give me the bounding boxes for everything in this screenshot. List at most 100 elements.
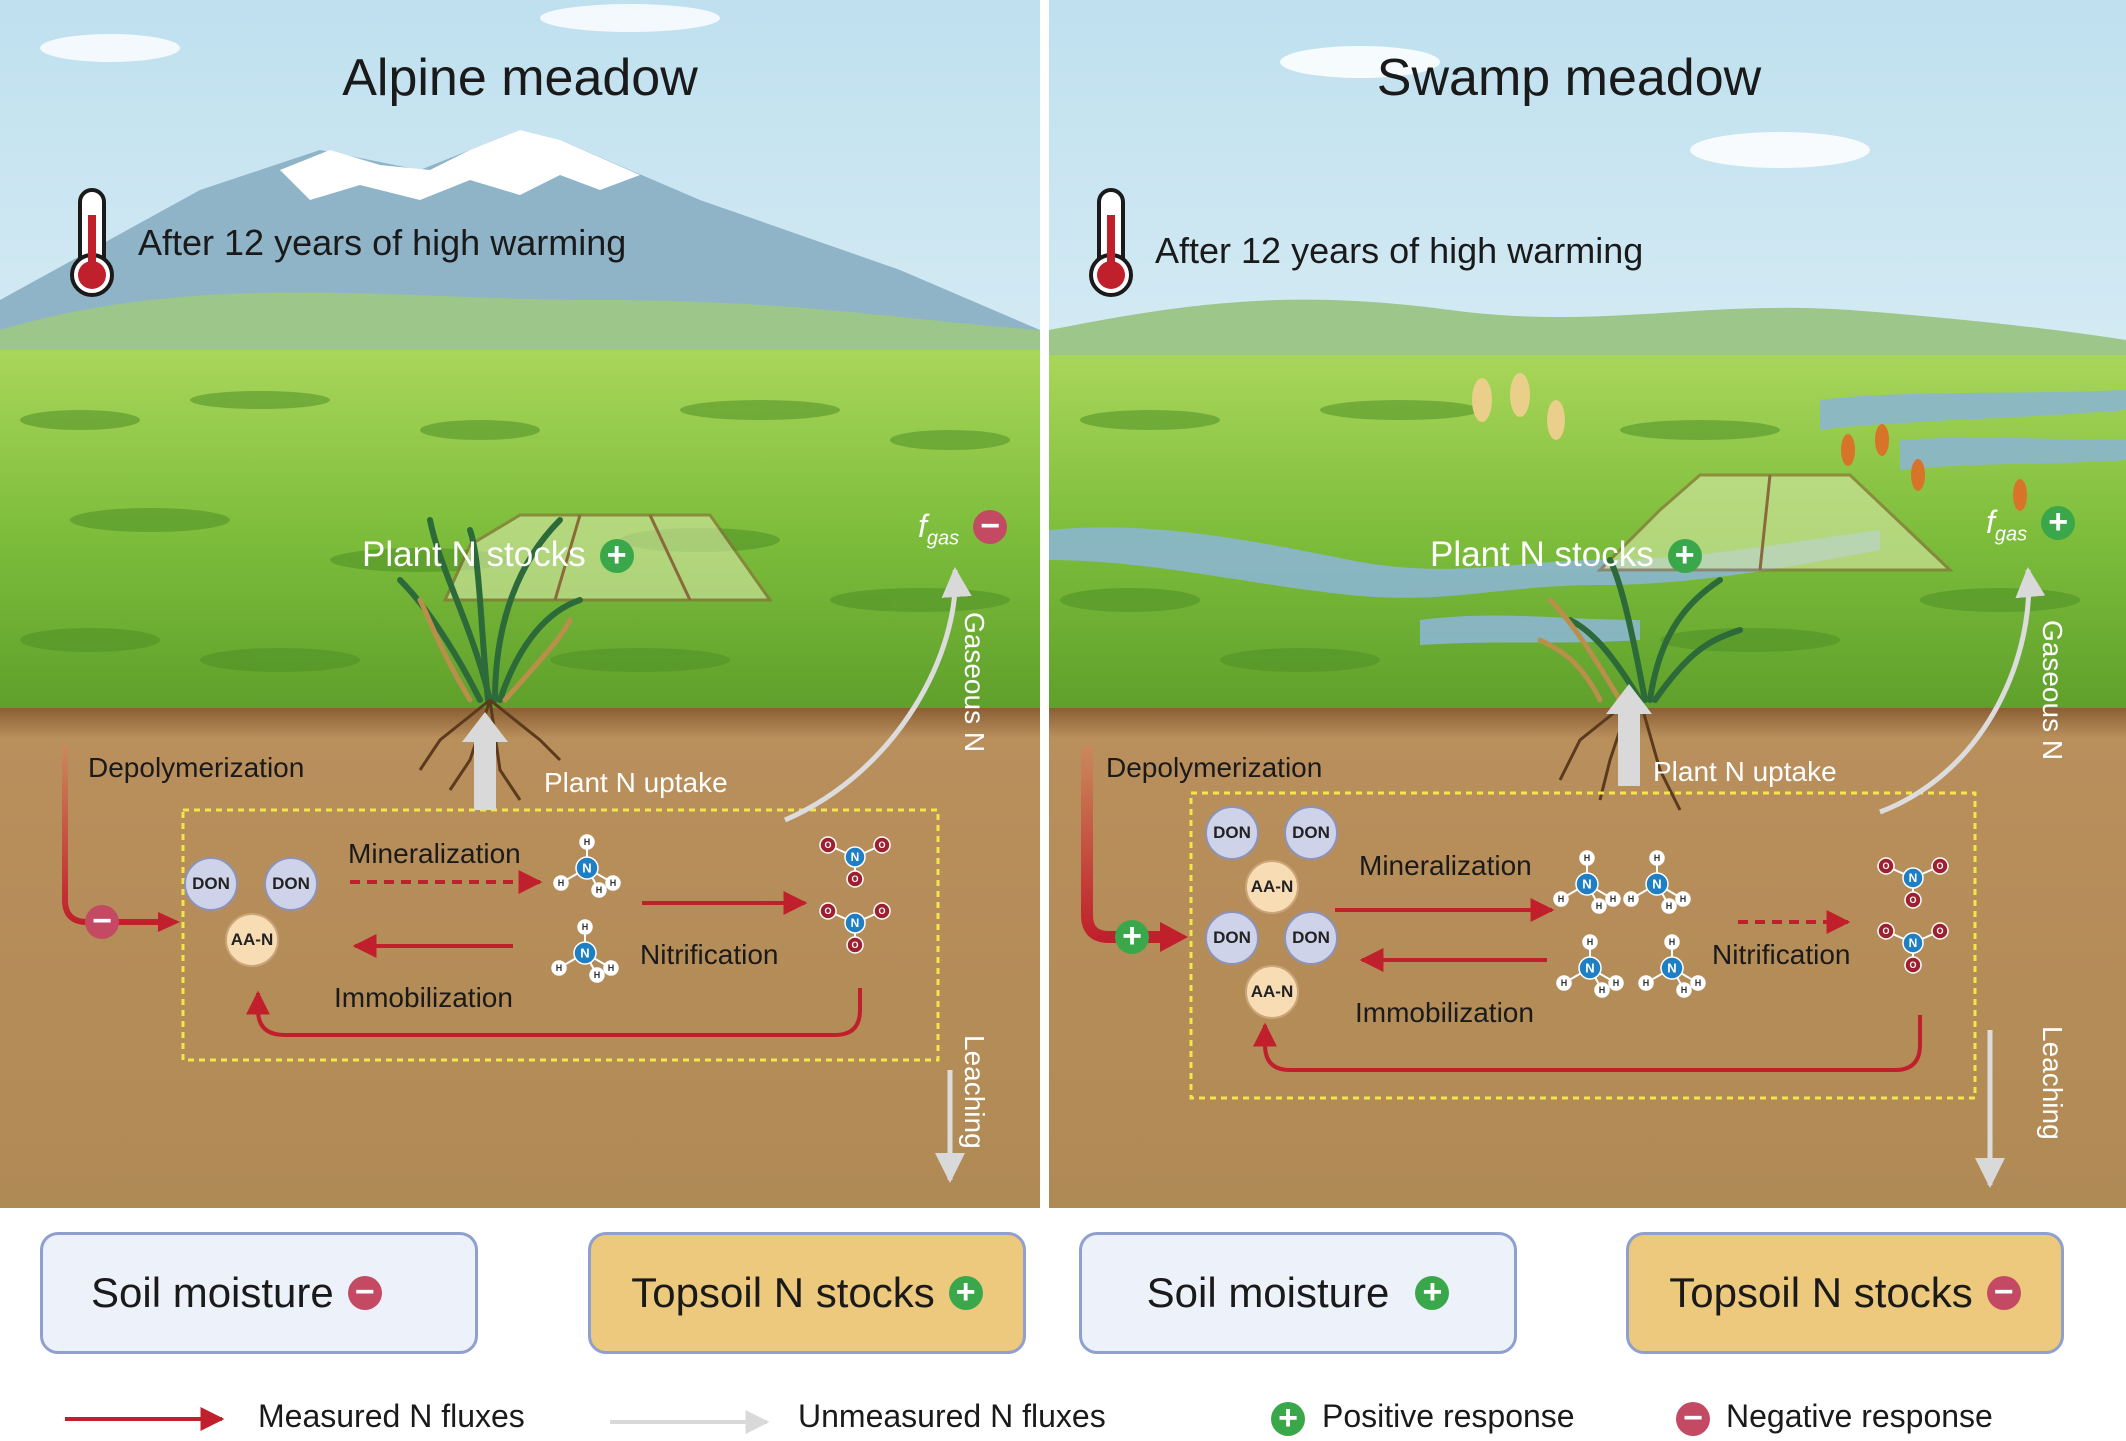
immobilization-label: Immobilization	[334, 982, 513, 1013]
positive-sign-icon: +	[2041, 505, 2076, 540]
fgas-label: fgas+	[1986, 504, 2076, 546]
mineralization-label: Mineralization	[1359, 850, 1532, 881]
hydrogen-atom-label: H	[1628, 894, 1635, 904]
hydrogen-atom	[1623, 891, 1639, 907]
aan-chip: AA-N	[225, 913, 279, 967]
hydrogen-atom	[1676, 982, 1692, 998]
oxygen-atom	[819, 902, 837, 920]
hydrogen-atom	[551, 960, 567, 976]
oxygen-atom	[1877, 922, 1895, 940]
hydrogen-atom-label: H	[610, 878, 617, 888]
oxygen-atom-label: O	[824, 906, 831, 916]
oxygen-atom-label: O	[878, 906, 885, 916]
don-chip: DON	[264, 857, 318, 911]
negative-sign-icon: −	[85, 904, 119, 939]
hydrogen-atom-label: H	[596, 885, 603, 895]
oxygen-atom-label: O	[1882, 861, 1889, 871]
aan-chip: AA-N	[1245, 965, 1299, 1019]
hydrogen-atom	[1649, 850, 1665, 866]
nitrogen-atom-label: N	[1582, 877, 1591, 892]
oxygen-atom-label: O	[1909, 895, 1916, 905]
swamp-flux-diagram	[1081, 567, 2046, 1188]
hydrogen-atom	[579, 834, 595, 850]
panel-divider	[1040, 0, 1049, 1210]
hydrogen-atom	[1582, 934, 1598, 950]
nitrogen-atom	[575, 856, 599, 880]
gaseous-n-label: Gaseous N	[959, 612, 990, 753]
nitrogen-atom-label: N	[582, 861, 591, 876]
plant-n-uptake-label: Plant N uptake	[1653, 756, 1837, 787]
hydrogen-atom	[1638, 975, 1654, 991]
hydrogen-atom	[605, 875, 621, 891]
plant-n-stocks-label: Plant N stocks+	[362, 535, 634, 575]
oxygen-atom	[873, 836, 891, 854]
nitrogen-atom	[1902, 867, 1924, 889]
mineralization-label: Mineralization	[348, 838, 521, 869]
hydrogen-atom	[553, 875, 569, 891]
hydrogen-atom-label: H	[1669, 937, 1676, 947]
don-chip: DON	[184, 857, 238, 911]
depolymerization-label: Depolymerization	[1106, 752, 1323, 783]
hydrogen-atom-label: H	[1681, 985, 1688, 995]
hydrogen-atom	[1579, 850, 1595, 866]
nitrogen-atom	[573, 941, 597, 965]
oxygen-atom	[1904, 891, 1922, 909]
hydrogen-atom-label: H	[1561, 978, 1568, 988]
panel-title-alpine: Alpine meadow	[342, 49, 698, 107]
oxygen-atom	[846, 936, 864, 954]
positive-sign-icon: +	[1115, 919, 1149, 954]
plant-n-uptake-label: Plant N uptake	[544, 767, 728, 798]
nitrogen-atom-label: N	[580, 946, 589, 961]
nitrification-label: Nitrification	[640, 939, 779, 970]
thermometer-icon	[1089, 188, 1133, 297]
soil-moisture-box: Soil moisture+	[1079, 1232, 1517, 1354]
hydrogen-atom-label: H	[1654, 853, 1661, 863]
leaching-label: Leaching	[2037, 1026, 2068, 1140]
hydrogen-atom-label: H	[1613, 978, 1620, 988]
don-chip: DON	[1205, 911, 1259, 965]
hydrogen-atom	[1594, 982, 1610, 998]
negative-sign-icon: −	[1676, 1401, 1710, 1436]
positive-sign-icon: +	[1271, 1401, 1305, 1436]
legend-unmeasured-label: Unmeasured N fluxes	[798, 1398, 1106, 1434]
legend-negative-label: Negative response	[1726, 1398, 1993, 1434]
nitrogen-atom-label: N	[1667, 961, 1676, 976]
hydrogen-atom	[1608, 975, 1624, 991]
topsoil-n-stocks-box: Topsoil N stocks−	[1626, 1232, 2064, 1354]
oxygen-atom	[1931, 922, 1949, 940]
hydrogen-atom	[1690, 975, 1706, 991]
plant-n-stocks-label: Plant N stocks+	[1430, 535, 1702, 575]
hydrogen-atom-label: H	[1587, 937, 1594, 947]
alpine-panel-background	[0, 0, 1040, 1208]
soil-moisture-box: Soil moisture−	[40, 1232, 478, 1354]
hydrogen-atom	[1605, 891, 1621, 907]
nitrogen-atom-label: N	[1652, 877, 1661, 892]
hydrogen-atom-label: H	[558, 878, 565, 888]
oxygen-atom	[1904, 956, 1922, 974]
hydrogen-atom-label: H	[1596, 901, 1603, 911]
oxygen-atom-label: O	[1936, 926, 1943, 936]
oxygen-atom	[819, 836, 837, 854]
nitrification-label: Nitrification	[1712, 939, 1851, 970]
hydrogen-atom	[603, 960, 619, 976]
legend-measured-label: Measured N fluxes	[258, 1398, 525, 1434]
legend-positive-label: Positive response	[1322, 1398, 1575, 1434]
gaseous-n-label: Gaseous N	[2037, 620, 2068, 761]
hydrogen-atom-label: H	[594, 970, 601, 980]
nitrogen-atom	[844, 846, 866, 868]
thermometer-icon	[70, 188, 114, 297]
hydrogen-atom-label: H	[556, 963, 563, 973]
negative-sign-icon: −	[347, 1275, 382, 1310]
nitrogen-atom	[1645, 872, 1669, 896]
warming-label: After 12 years of high warming	[1155, 230, 1644, 271]
nitrogen-atom-label: N	[1585, 961, 1594, 976]
immobilization-label: Immobilization	[1355, 997, 1534, 1028]
hydrogen-atom	[1661, 898, 1677, 914]
alpine-flux-diagram	[62, 567, 972, 1183]
nitrogen-atom-label: N	[1909, 936, 1918, 950]
negative-sign-icon: −	[973, 509, 1008, 544]
positive-sign-icon: +	[1667, 538, 1702, 573]
hydrogen-atom-label: H	[1584, 853, 1591, 863]
